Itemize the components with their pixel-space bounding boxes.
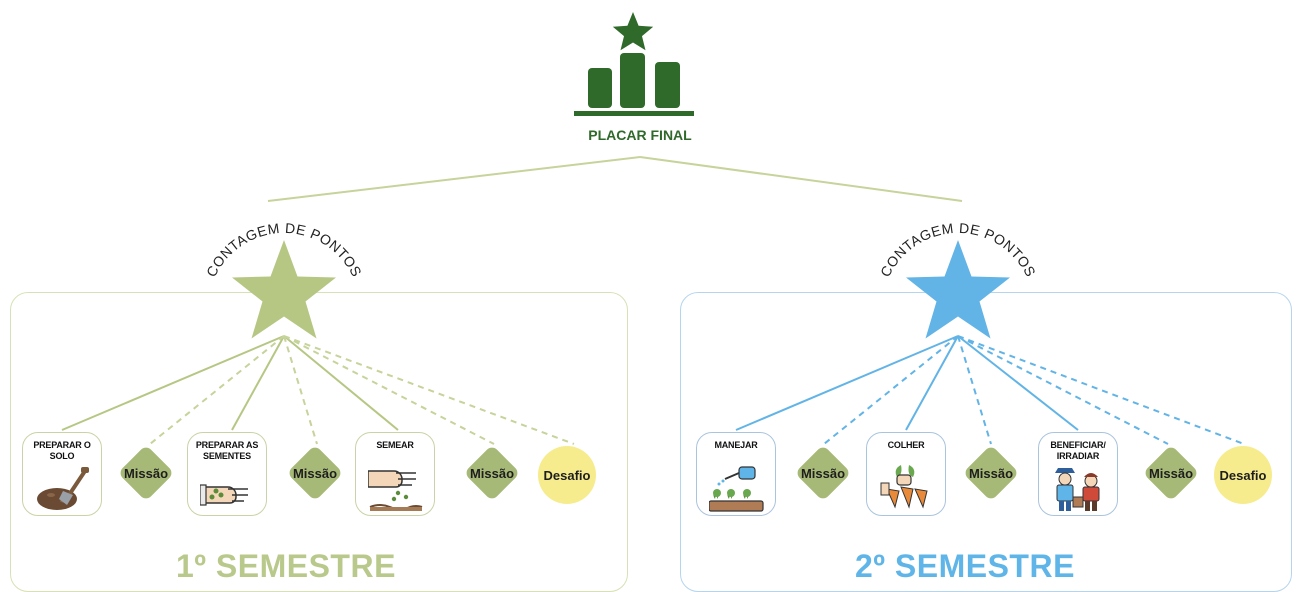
challenge-label: Desafio [543,467,591,483]
activity-card-beneficiar[interactable]: BENEFICIAR/ IRRADIAR [1038,432,1118,516]
mission-badge[interactable]: Missão [1142,444,1200,502]
mission-label: Missão [123,465,169,481]
mission-label: Missão [968,465,1014,481]
line-to-challenge-2 [957,335,1245,445]
semester-2-label: 2º SEMESTRE [855,548,1075,584]
activity-card-manejar[interactable]: MANEJAR [696,432,776,516]
activity-card-semear[interactable]: SEMEAR [355,432,435,516]
mission-badge[interactable]: Missão [962,444,1020,502]
mission-badge[interactable]: Missão [117,444,175,502]
activity-card-colher[interactable]: COLHER [866,432,946,516]
card-label: MANEJAR [714,440,758,450]
activity-card-preparar-solo[interactable]: PREPARAR O SOLO [22,432,102,516]
line-to-card-2 [231,335,285,431]
page-title: PLACAR FINAL [588,127,692,143]
line-to-card-1 [61,335,285,431]
sowing-hand-icon [368,470,423,511]
mission-badge[interactable]: Missão [794,444,852,502]
line-to-card-3 [283,335,399,431]
challenge-badge[interactable]: Desafio [1214,446,1272,504]
mission-badge[interactable]: Missão [286,444,344,502]
mission-label: Missão [292,465,338,481]
activity-card-preparar-sementes[interactable]: PREPARAR AS SEMENTES [187,432,267,516]
line-to-mission-1 [149,335,285,445]
line-to-mission-2 [283,335,318,445]
card-label: SEMEAR [376,440,414,450]
farmers-icon [1055,468,1100,511]
star-icon [232,240,336,339]
card-label: PREPARAR O SOLO [33,440,91,461]
line-to-card-5 [905,335,959,431]
line-to-card-4 [735,335,959,431]
line-to-mission-4 [823,335,959,445]
semester-1-label: 1º SEMESTRE [176,548,396,584]
star-icon [906,240,1010,339]
watering-can-icon [709,466,764,512]
mission-badge[interactable]: Missão [463,444,521,502]
line-to-mission-5 [957,335,992,445]
podium-icon [574,12,694,116]
line-to-card-6 [957,335,1079,431]
placar-connector [267,156,963,202]
mission-label: Missão [800,465,846,481]
soil-shovel-icon [37,467,89,510]
challenge-badge[interactable]: Desafio [538,446,596,504]
card-label: PREPARAR AS SEMENTES [195,440,259,461]
challenge-label: Desafio [1219,467,1267,483]
line-to-challenge [283,335,575,445]
harvest-icon [880,465,928,509]
mission-label: Missão [469,465,515,481]
seeds-in-hand-icon [200,484,248,506]
card-label: BENEFICIAR/ IRRADIAR [1050,440,1106,461]
mission-label: Missão [1148,465,1194,481]
card-label: COLHER [887,440,925,450]
